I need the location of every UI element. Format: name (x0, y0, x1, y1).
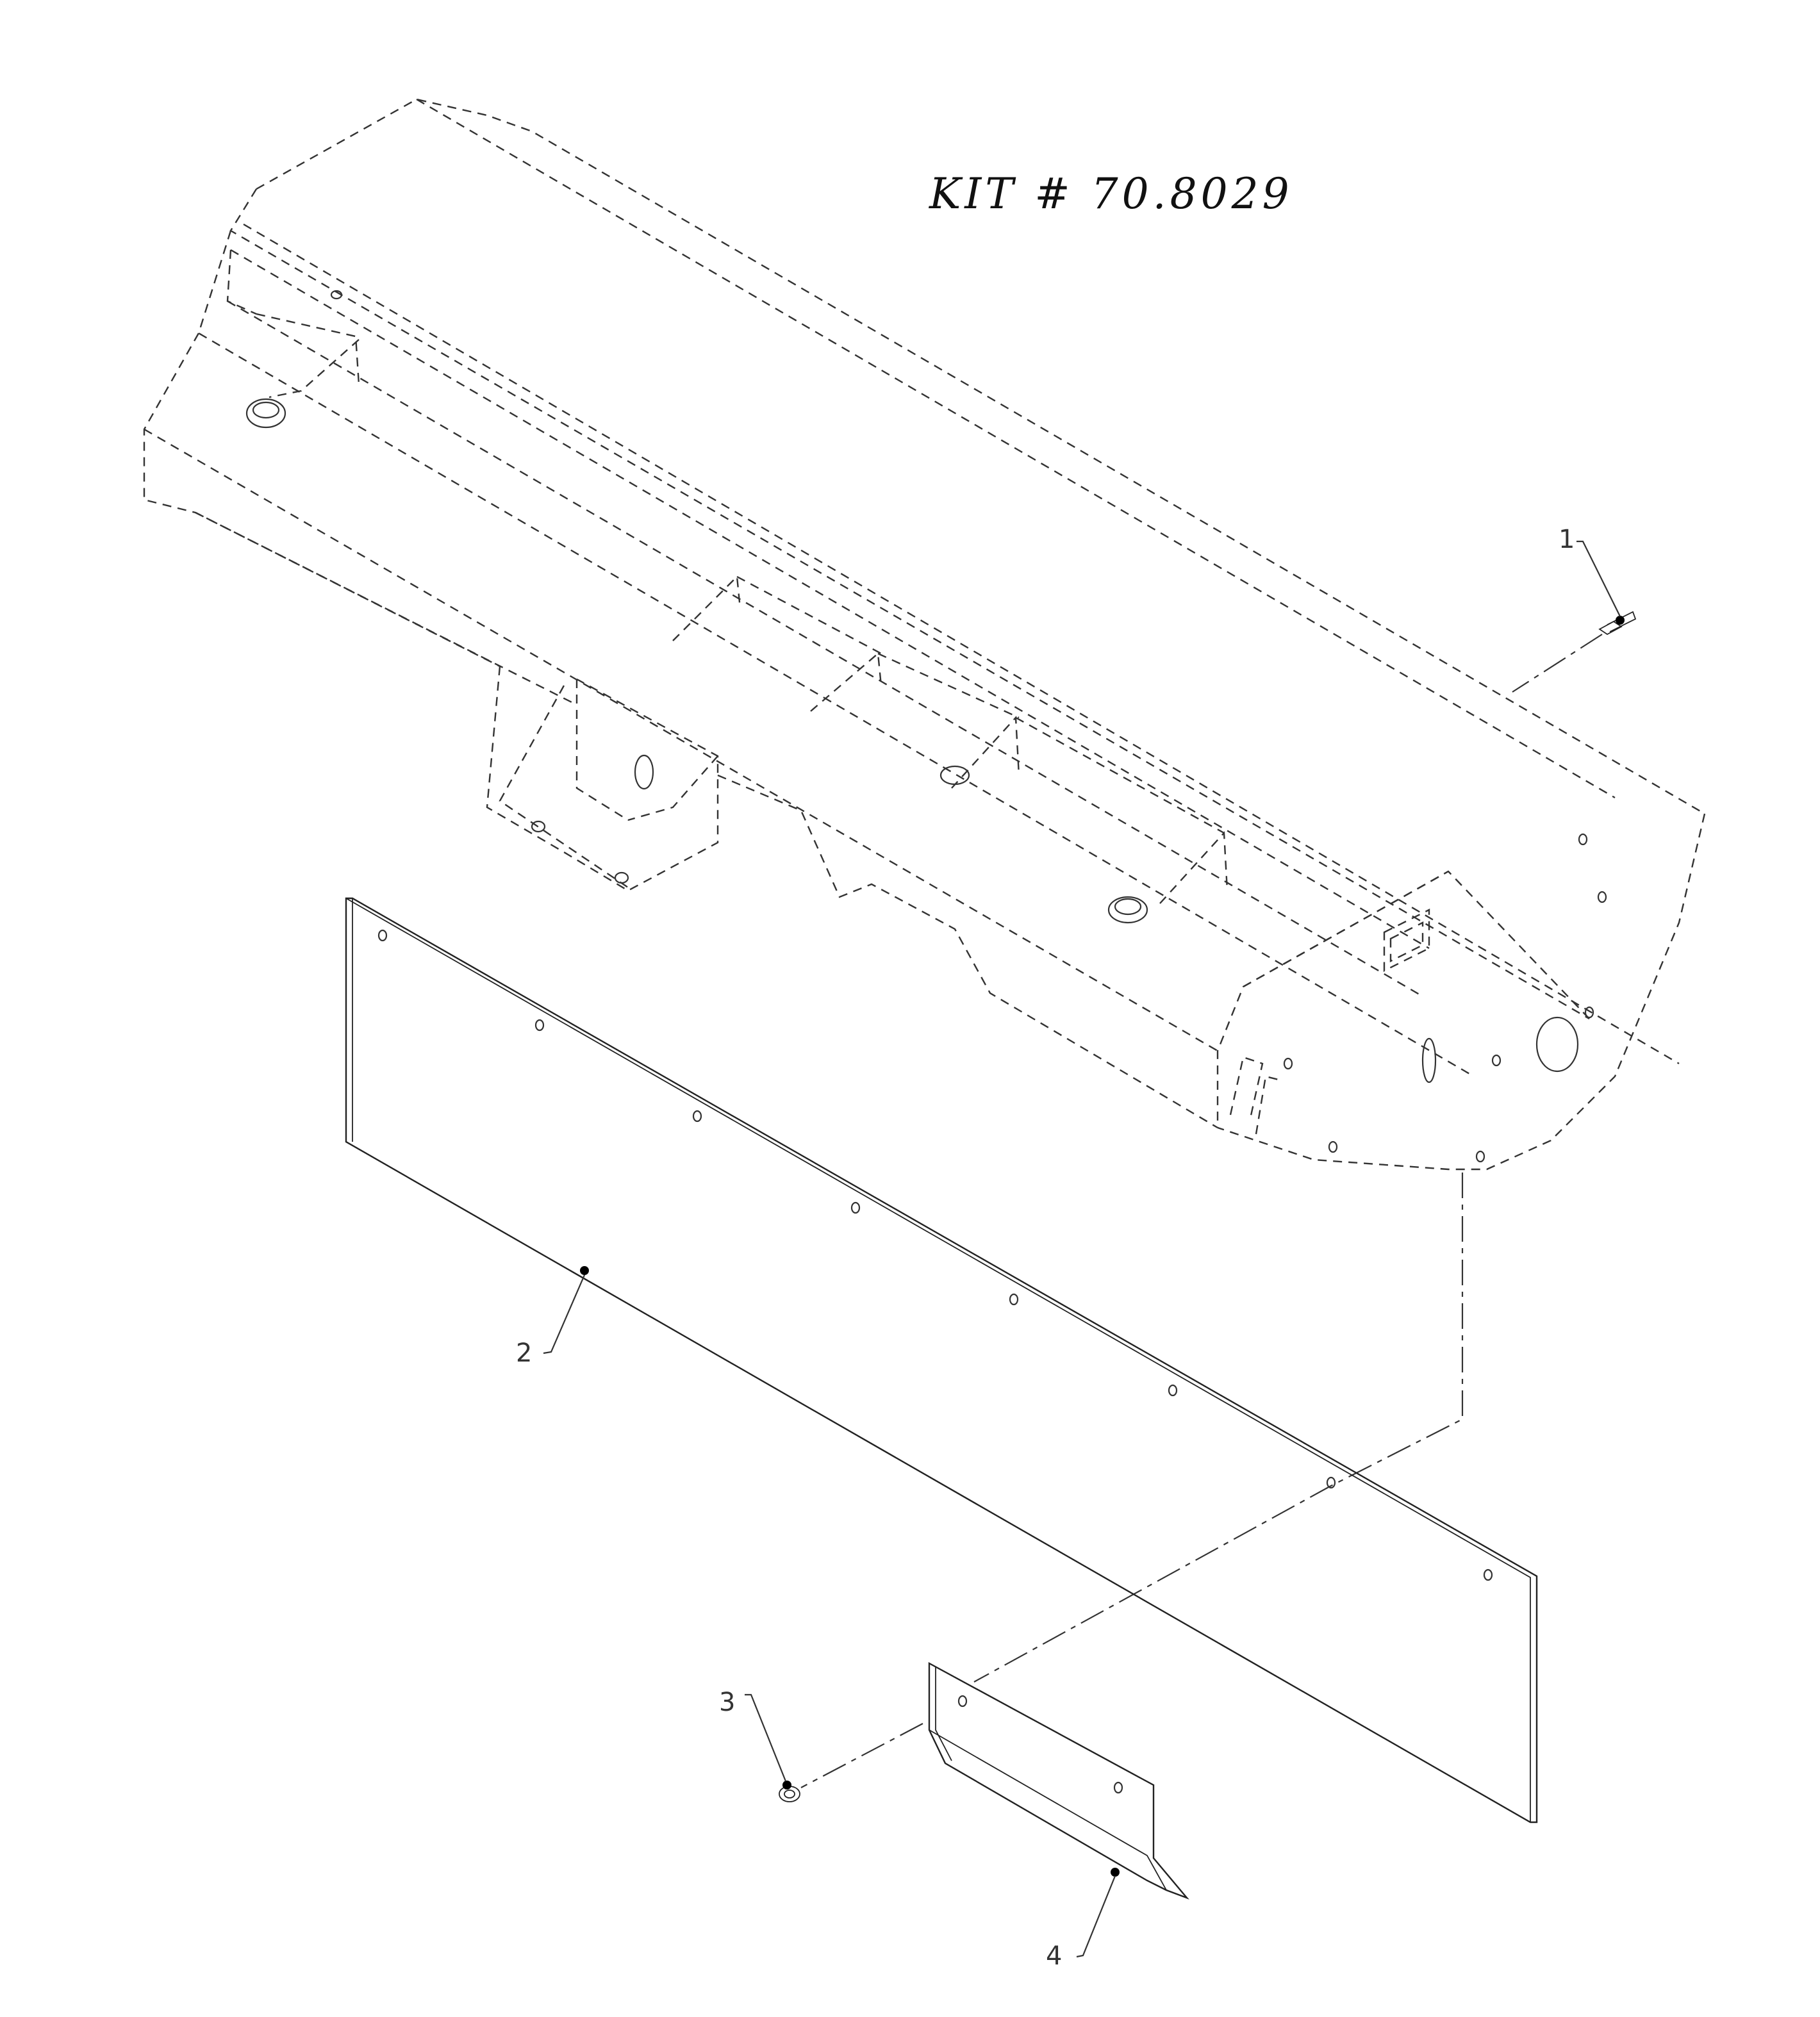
callout-2-leader (543, 1274, 586, 1354)
part-bolt (1512, 611, 1637, 693)
callout-4-number: 4 (1046, 1941, 1062, 1971)
frame-holes (245, 290, 1607, 1163)
part-angle-bracket (800, 1661, 1189, 1900)
frame-assembly (143, 98, 1706, 1171)
kit-number-title: KIT # 70.8029 (929, 169, 1293, 218)
callout-3-number: 3 (719, 1688, 735, 1717)
callout-2-number: 2 (516, 1338, 532, 1368)
alignment-centerline (973, 1173, 1464, 1683)
callout-1-leader (1576, 540, 1621, 617)
callout-1-number: 1 (1559, 525, 1575, 554)
part-nut (779, 1781, 800, 1802)
callout-4-leader (1076, 1875, 1116, 1958)
part-flat-plate (345, 897, 1538, 1824)
callout-3-leader (745, 1693, 787, 1782)
